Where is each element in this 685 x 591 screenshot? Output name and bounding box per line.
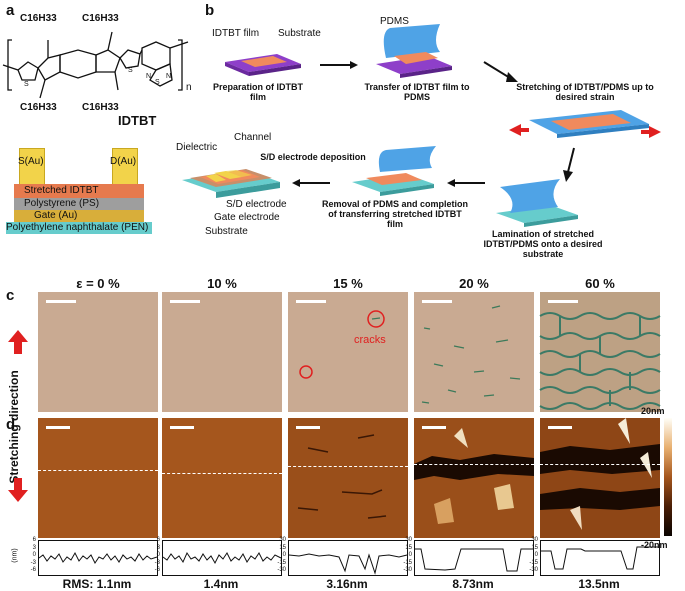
rms-label-10: 1.4nm [203, 577, 239, 591]
svg-text:N: N [146, 73, 151, 80]
step2-pdms-illustration [376, 24, 452, 78]
idtbt-structure: S S S N N [2, 31, 189, 99]
rms-label-0: RMS: 1.1nm [62, 577, 132, 591]
colorbar-min: -20nm [641, 540, 668, 550]
optical-image-15: cracks [288, 292, 408, 412]
step3-stretch-illustration [509, 110, 661, 138]
step3-caption: Stretching of IDTBT/PDMS up to desired s… [516, 82, 654, 102]
step5-removal-illustration [352, 146, 436, 196]
step5-caption: Removal of PDMS and completion of transf… [321, 199, 469, 229]
arrow-3-4 [563, 147, 575, 182]
svg-text:S: S [128, 67, 133, 74]
svg-text:S: S [155, 79, 160, 86]
side-chain-label-1: C16H33 [20, 13, 57, 24]
arrow-4-5 [447, 179, 485, 187]
profile-box-0 [38, 540, 158, 576]
rms-label-60: 13.5nm [578, 577, 620, 591]
strain-label-0: ε = 0 % [76, 276, 120, 291]
panel-label-c: c [6, 287, 15, 304]
stretching-arrow-up [8, 330, 28, 354]
profile-box-60 [540, 540, 660, 576]
strain-label-15: 15 % [333, 276, 363, 291]
step1-film-illustration [225, 54, 301, 76]
afm-image-0 [38, 418, 158, 538]
rms-label-20: 8.73nm [452, 577, 494, 591]
profile-unit: (nm) [11, 548, 19, 563]
arrow-5-6 [292, 179, 330, 187]
label-substrate: Substrate [278, 28, 321, 39]
profile-box-20 [414, 540, 534, 576]
profile-box-10 [162, 540, 282, 576]
optical-image-0 [38, 292, 158, 412]
colorbar-max: 20nm [641, 406, 665, 416]
arrow-2-3 [483, 61, 518, 82]
panel-label-d: d [6, 416, 16, 433]
label-pdms: PDMS [380, 16, 409, 27]
panel-label-b: b [205, 2, 215, 19]
svg-text:N: N [166, 73, 171, 80]
strain-label-60: 60 % [585, 276, 615, 291]
afm-image-15 [288, 418, 408, 538]
strain-label-20: 20 % [459, 276, 489, 291]
molecule-name: IDTBT [118, 113, 157, 128]
label-gate-electrode: Gate electrode [214, 212, 280, 223]
label-gate-au: Gate (Au) [34, 210, 78, 221]
label-pen: Polyethylene naphthalate (PEN) [6, 222, 149, 233]
rms-label-15: 3.16nm [326, 577, 368, 591]
repeat-n: n [186, 82, 192, 93]
cracks-label: cracks [354, 334, 386, 346]
profile-box-15 [288, 540, 408, 576]
step2-caption: Transfer of IDTBT film to PDMS [364, 82, 470, 102]
label-step6-substrate: Substrate [205, 226, 248, 237]
strain-label-10: 10 % [207, 276, 237, 291]
label-stretched-idtbt: Stretched IDTBT [24, 185, 99, 196]
label-ps: Polystyrene (PS) [24, 198, 100, 209]
device-stack [6, 148, 174, 258]
stretching-arrow-down [8, 478, 28, 502]
step4-caption: Lamination of stretched IDTBT/PDMS onto … [483, 229, 603, 259]
panel-label-a: a [6, 2, 15, 19]
optical-image-60 [539, 292, 661, 412]
optical-image-20 [414, 292, 534, 412]
label-channel: Channel [234, 132, 272, 143]
step6-caption: S/D electrode deposition [260, 152, 366, 162]
step1-caption: Preparation of IDTBT film [212, 82, 303, 102]
afm-image-20 [414, 418, 534, 538]
step4-lamination-illustration [496, 179, 578, 227]
label-d-au: D(Au) [110, 156, 137, 167]
afm-image-10 [162, 418, 282, 538]
label-idtbt-film: IDTBT film [212, 28, 260, 39]
label-s-au: S(Au) [18, 156, 44, 167]
side-chain-label-2: C16H33 [82, 13, 119, 24]
afm-colorbar [664, 418, 672, 536]
side-chain-label-3: C16H33 [20, 102, 57, 113]
svg-text:S: S [24, 81, 29, 88]
arrow-1-2 [320, 61, 358, 69]
afm-image-60 [540, 418, 660, 538]
side-chain-label-4: C16H33 [82, 102, 119, 113]
label-dielectric: Dielectric [176, 142, 218, 153]
optical-image-10 [162, 292, 282, 412]
label-sd-electrode: S/D electrode [226, 199, 287, 210]
step6-transistor-illustration [182, 169, 280, 198]
